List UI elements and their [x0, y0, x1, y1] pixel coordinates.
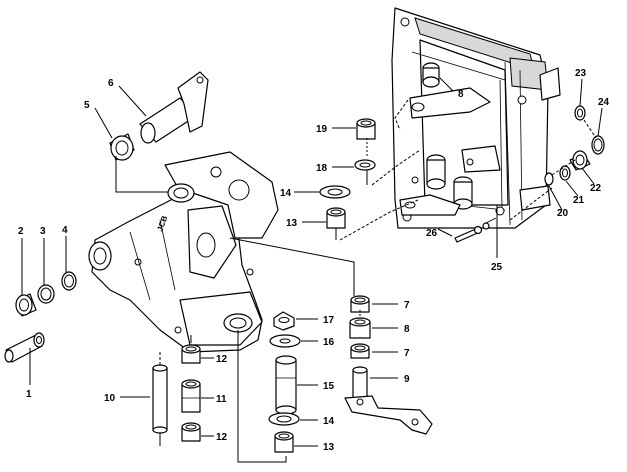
seal-ring-part-20 [544, 172, 554, 186]
callout-3: 3 [40, 226, 46, 237]
pin-with-bracket-part-6 [139, 71, 209, 144]
callout-2: 2 [18, 226, 24, 237]
callout-8-lower: 8 [404, 324, 410, 335]
bushing-part-13-lower [274, 431, 294, 453]
seal-part-3 [37, 284, 55, 304]
washer-part-4 [61, 271, 77, 291]
mounting-frame [391, 7, 561, 229]
bracket-part-9 [344, 366, 433, 435]
callout-7-upper: 7 [404, 300, 410, 311]
callout-9: 9 [404, 374, 410, 385]
callout-10: 10 [104, 393, 116, 404]
main-bracket-housing: JCB [88, 151, 279, 353]
leader-lines [21, 77, 603, 447]
callout-19: 19 [316, 124, 328, 135]
callout-18: 18 [316, 163, 328, 174]
bushing-part-2 [15, 293, 37, 317]
callout-4: 4 [62, 225, 68, 236]
callout-5: 5 [84, 100, 90, 111]
bushing-part-12-upper [181, 344, 201, 364]
pin-part-1 [4, 332, 45, 363]
callout-14-lower: 14 [323, 416, 335, 427]
callout-21: 21 [573, 195, 585, 206]
washer-part-16 [269, 334, 301, 348]
washer-part-21 [559, 165, 571, 181]
bushing-part-11 [181, 379, 201, 413]
bushing-part-7-lower [350, 343, 370, 359]
washer-part-14-upper [319, 185, 351, 199]
callout-8-upper: 8 [458, 89, 464, 100]
bushing-part-19 [356, 118, 376, 140]
callout-26: 26 [426, 228, 438, 239]
callout-25: 25 [491, 262, 503, 273]
spindle-part-15 [275, 355, 297, 415]
bushing-part-5 [109, 133, 135, 161]
callout-12-upper: 12 [216, 354, 228, 365]
callout-24: 24 [598, 97, 610, 108]
callout-22: 22 [590, 183, 602, 194]
bushing-part-7-upper [350, 295, 370, 313]
bushing-part-22 [569, 150, 591, 171]
callout-labels: 1 2 3 4 5 6 7 8 7 9 10 11 12 12 17 16 15… [18, 68, 610, 453]
callout-17: 17 [323, 315, 335, 326]
bushing-part-13-upper [326, 207, 346, 229]
callout-14-upper: 14 [280, 188, 292, 199]
callout-12-lower: 12 [216, 432, 228, 443]
callout-6: 6 [108, 78, 114, 89]
bushing-part-8 [349, 317, 371, 339]
callout-11: 11 [216, 394, 227, 405]
bushing-part-12-lower [181, 422, 201, 442]
callout-13-lower: 13 [323, 442, 335, 453]
callout-15: 15 [323, 381, 335, 392]
washer-part-14-lower [268, 412, 300, 426]
callout-23: 23 [575, 68, 587, 79]
callout-7-lower: 7 [404, 348, 410, 359]
callout-16: 16 [323, 337, 335, 348]
ring-part-23 [574, 105, 586, 121]
washer-part-18 [354, 159, 376, 171]
callout-1: 1 [26, 389, 32, 400]
circlip-part-24 [591, 135, 605, 155]
assembly-lines [115, 99, 597, 463]
pin-part-10 [152, 364, 168, 434]
bolt-part-26 [454, 217, 497, 243]
callout-13-upper: 13 [286, 218, 298, 229]
nut-part-17 [273, 311, 295, 331]
callout-20: 20 [557, 208, 569, 219]
